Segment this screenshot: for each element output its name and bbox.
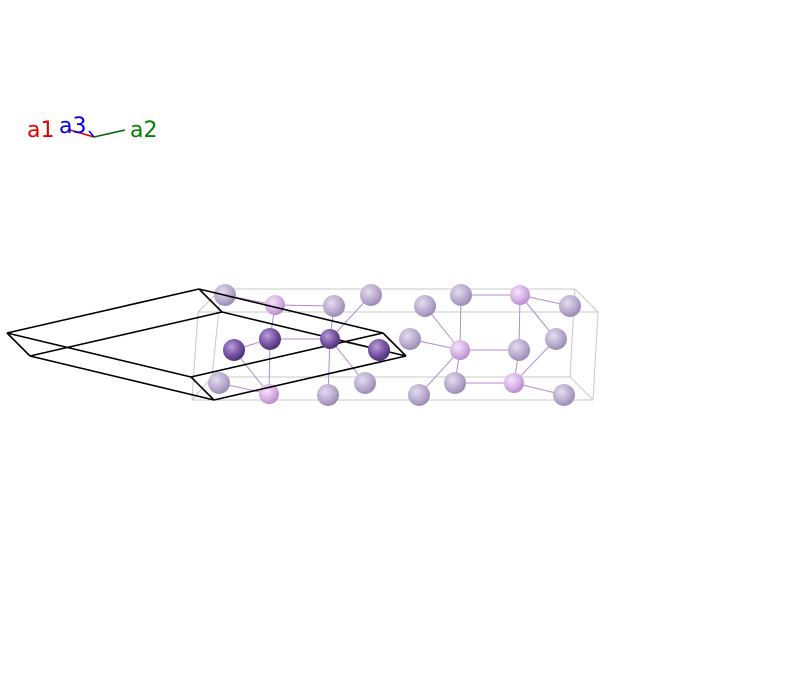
atoms-background xyxy=(208,284,581,406)
atom[interactable] xyxy=(504,373,524,393)
a2-axis-line xyxy=(93,129,126,138)
atom-highlighted[interactable] xyxy=(320,329,340,349)
atom[interactable] xyxy=(545,328,567,350)
atom-highlighted[interactable] xyxy=(368,339,390,361)
atom[interactable] xyxy=(508,339,530,361)
a3-axis-label: a3 xyxy=(59,114,86,139)
atom[interactable] xyxy=(553,384,575,406)
atom[interactable] xyxy=(510,285,530,305)
axis-triad: a1 a3 a2 xyxy=(27,114,157,143)
unit-cell-box xyxy=(6,288,407,401)
atom[interactable] xyxy=(317,384,339,406)
atom[interactable] xyxy=(559,295,581,317)
atoms-unit-cell xyxy=(223,328,390,361)
atom[interactable] xyxy=(323,295,345,317)
a1-axis-line xyxy=(69,129,95,138)
a2-axis-label: a2 xyxy=(130,118,157,143)
a3-axis-line xyxy=(88,130,95,138)
atom[interactable] xyxy=(444,372,466,394)
atom[interactable] xyxy=(360,284,382,306)
atom[interactable] xyxy=(265,295,285,315)
atom[interactable] xyxy=(408,384,430,406)
atom[interactable] xyxy=(208,372,230,394)
atom-highlighted[interactable] xyxy=(259,328,281,350)
atom[interactable] xyxy=(399,328,421,350)
atom-highlighted[interactable] xyxy=(223,339,245,361)
atom[interactable] xyxy=(450,340,470,360)
a1-axis-label: a1 xyxy=(27,118,54,143)
atom[interactable] xyxy=(450,284,472,306)
atom[interactable] xyxy=(414,295,436,317)
atom[interactable] xyxy=(354,372,376,394)
